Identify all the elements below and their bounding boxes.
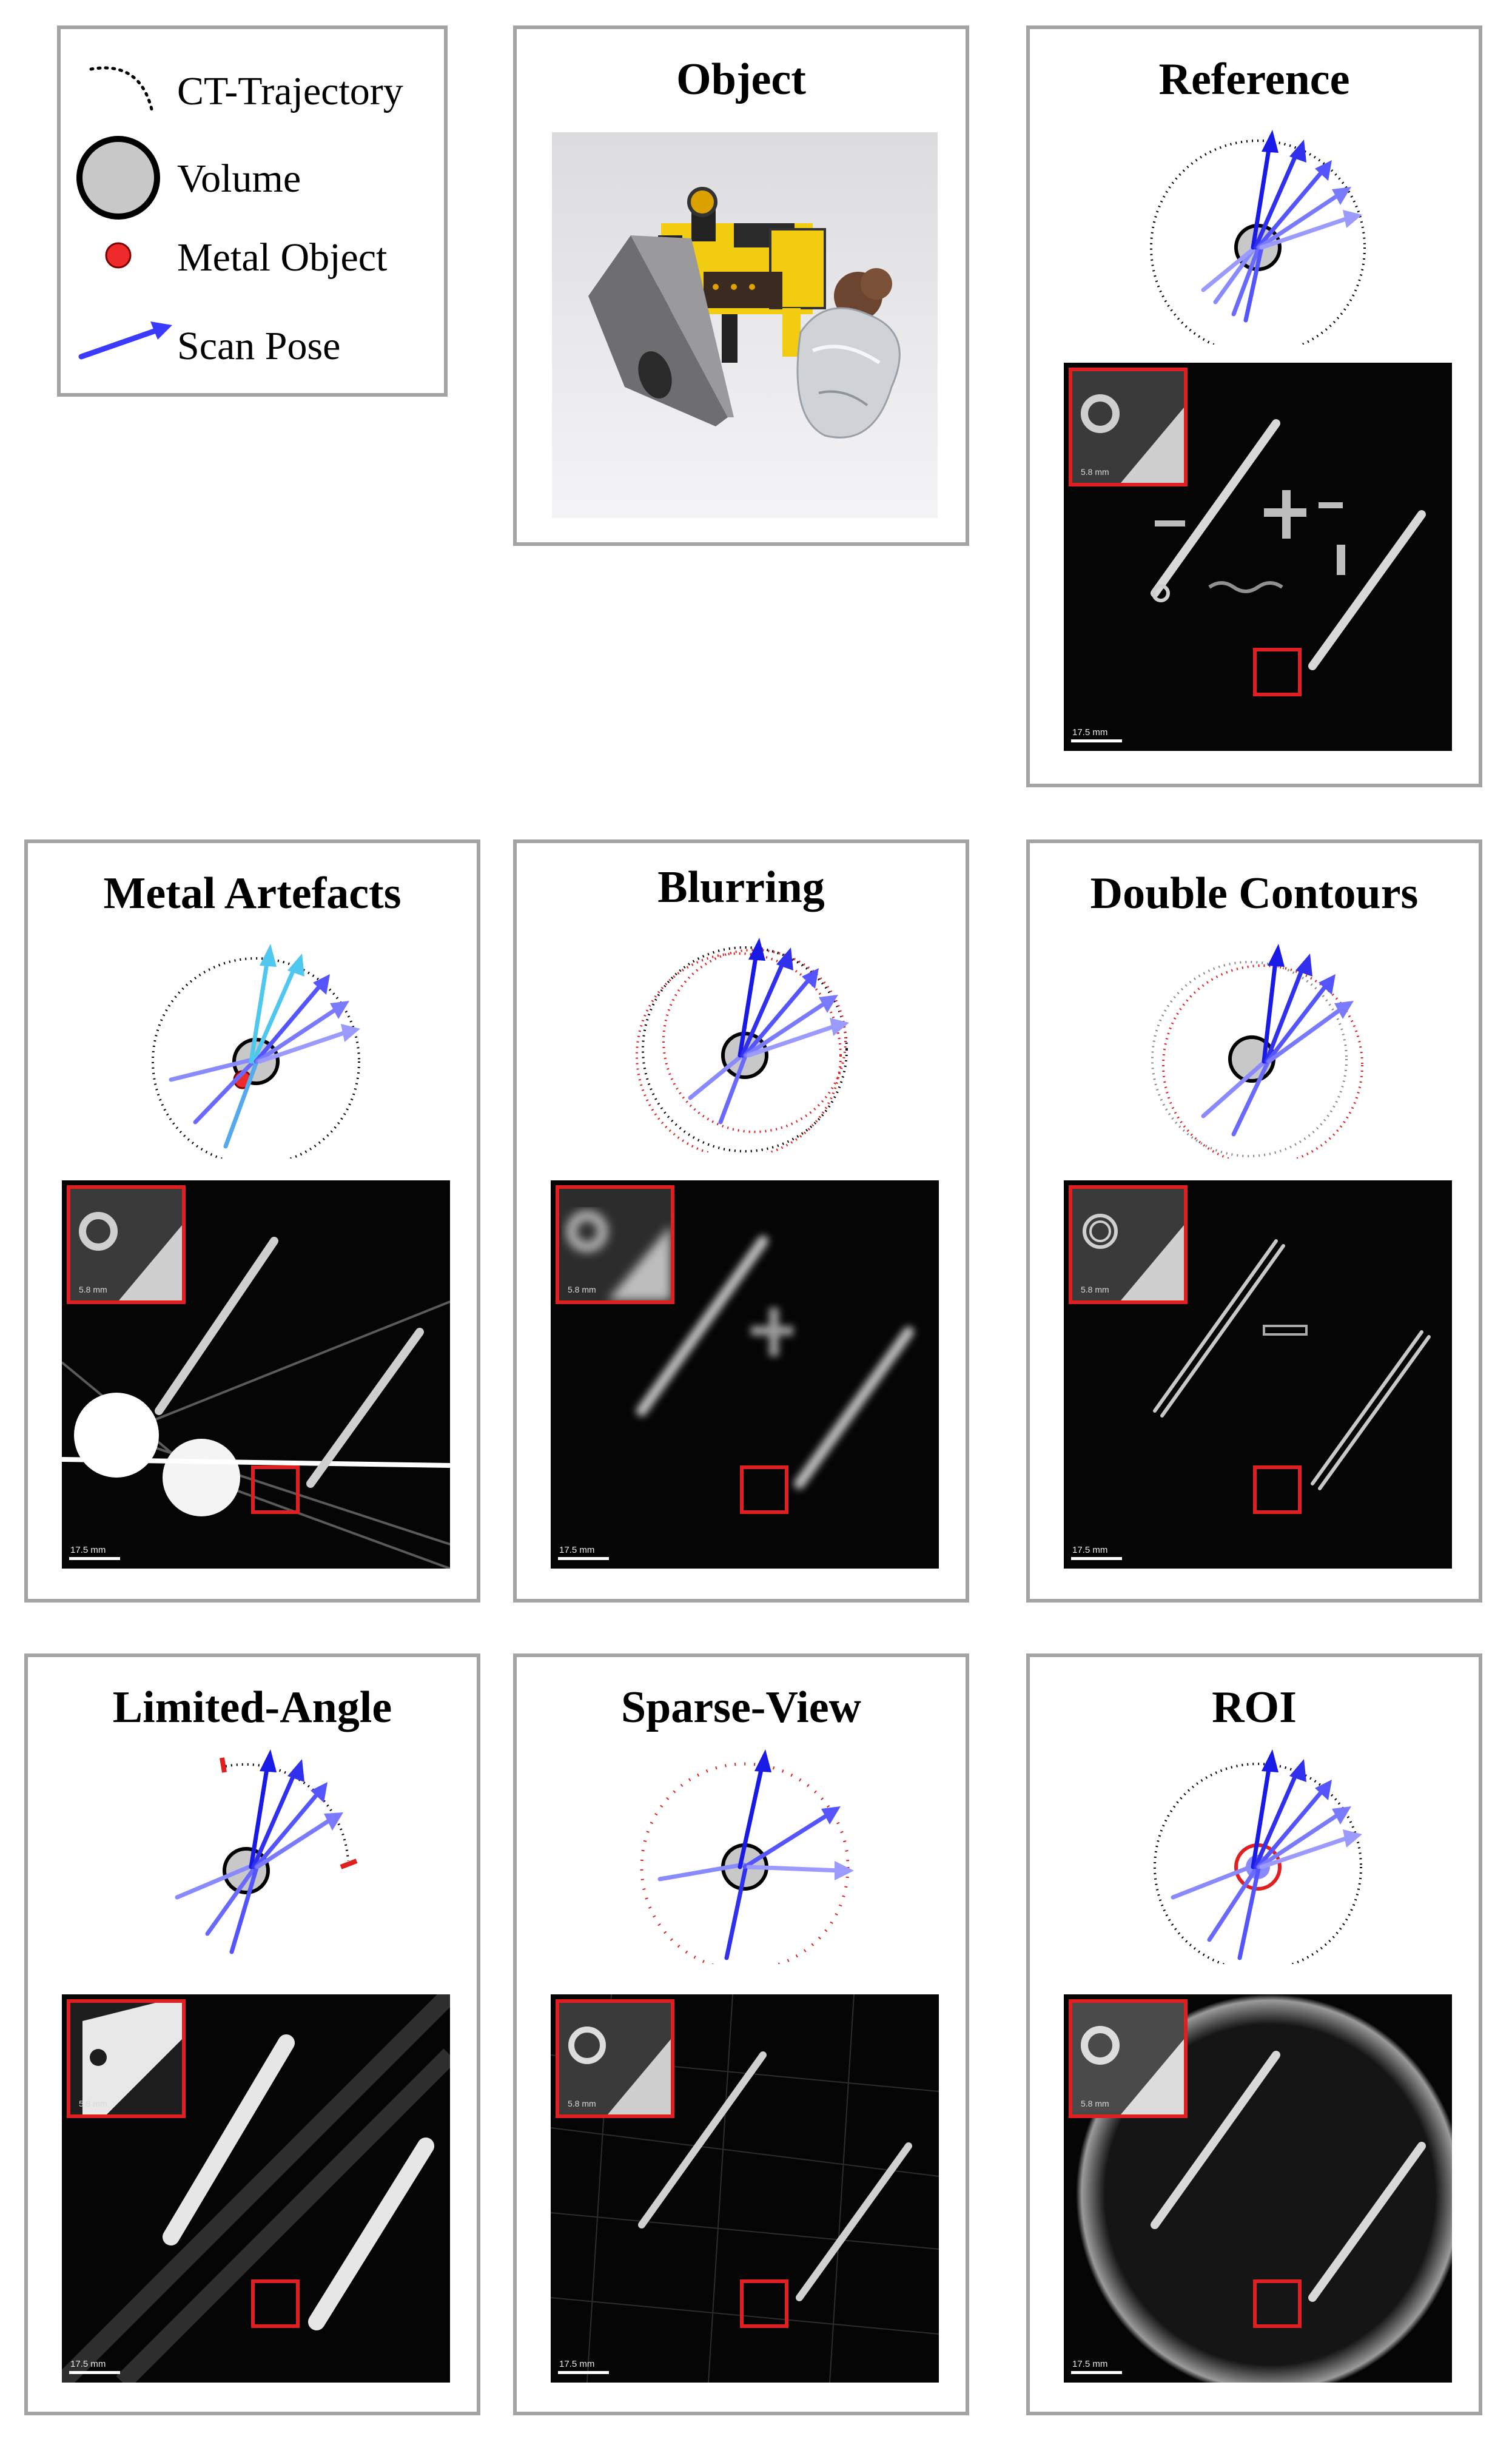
zoom-inset: 5.8 mm (67, 1999, 186, 2118)
blue-arrow-icon (78, 321, 172, 360)
trajectory-diagram (640, 1749, 854, 1964)
roi-marker (1253, 648, 1302, 696)
roi-marker (740, 1465, 788, 1514)
zoom-inset: 5.8 mm (556, 1999, 674, 2118)
panel-title-object: Object (676, 55, 806, 104)
ct-slice-sparse: 5.8 mm 17.5 mm (551, 1994, 939, 2383)
scale-label: 17.5 mm (70, 1545, 106, 1555)
trajectory-diagram (1151, 944, 1363, 1159)
panel-title-roi: ROI (1212, 1683, 1297, 1732)
scale-label: 17.5 mm (1072, 1545, 1108, 1555)
trajectory-diagram (1154, 1749, 1362, 1964)
panel-title-double: Double Contours (1090, 869, 1419, 918)
panel-title-metal: Metal Artefacts (103, 869, 402, 918)
scale-bar (69, 2371, 120, 2374)
panel-reference: Reference (1026, 25, 1482, 787)
roi-marker (1253, 1465, 1302, 1514)
ct-structures (1151, 419, 1426, 670)
scale-bar (1071, 2371, 1122, 2374)
scale-bar (558, 1557, 609, 1560)
scan-poses (1201, 140, 1354, 323)
panel-sparse-view: Sparse-View (513, 1653, 969, 2415)
roi-marker (1253, 2279, 1302, 2328)
legend-box: CT-Trajectory Volume Metal Object Scan P… (57, 25, 448, 397)
scale-label: 17.5 mm (559, 2359, 595, 2369)
ct-slice-limited: 5.8 mm 17.5 mm (62, 1994, 450, 2383)
panel-title-sparse: Sparse-View (621, 1683, 861, 1732)
panel-limited-angle: Limited-Angle (24, 1653, 480, 2415)
ct-slice-reference: 5.8 mm 17.5 mm (1064, 363, 1452, 751)
scale-label: 17.5 mm (1072, 2359, 1108, 2369)
panel-blurring: Blurring (513, 839, 969, 1603)
object-photo (552, 132, 938, 518)
zoom-inset: 5.8 mm (67, 1185, 186, 1304)
roi-marker (251, 1465, 300, 1514)
panel-title-reference: Reference (1158, 55, 1350, 104)
inset-scale-label: 5.8 mm (79, 1285, 107, 1294)
trajectory-diagram (175, 1749, 358, 1954)
scale-bar (69, 1557, 120, 1560)
panel-roi: ROI (1026, 1653, 1482, 2415)
panel-object: Object (513, 25, 969, 546)
scale-bar (1071, 739, 1122, 742)
inset-scale-label: 5.8 mm (1081, 2099, 1109, 2108)
zoom-inset: 5.8 mm (556, 1185, 674, 1304)
roi-marker (740, 2279, 788, 2328)
legend-label-metal: Metal Object (177, 235, 388, 280)
legend-label-pose: Scan Pose (177, 324, 341, 368)
ct-slice-double: 5.8 mm 17.5 mm (1064, 1180, 1452, 1569)
gray-circle-icon (76, 136, 160, 220)
scale-bar (1071, 1557, 1122, 1560)
zoom-inset: 5.8 mm (1069, 368, 1188, 486)
zoom-inset: 5.8 mm (1069, 1185, 1188, 1304)
panel-metal-artefacts: Metal Artefacts (24, 839, 480, 1603)
panel-double-contours: Double Contours 5.8 (1026, 839, 1482, 1603)
gray-wedge (588, 235, 734, 426)
ct-slice-metal: 5.8 mm 17.5 mm (62, 1180, 450, 1569)
arrow-heads (1262, 130, 1362, 228)
scale-label: 17.5 mm (1072, 727, 1108, 738)
trajectory-diagram (1150, 130, 1366, 345)
scale-label: 17.5 mm (559, 1545, 595, 1555)
panel-title-limited: Limited-Angle (112, 1683, 392, 1732)
legend-label-trajectory: CT-Trajectory (177, 69, 403, 113)
plastic-bag (796, 307, 901, 439)
inset-scale-label: 5.8 mm (1081, 1285, 1109, 1294)
inset-scale-label: 5.8 mm (568, 1285, 596, 1294)
scale-label: 17.5 mm (70, 2359, 106, 2369)
panel-title-blurring: Blurring (657, 863, 825, 912)
ct-slice-blurring: 5.8 mm 17.5 mm (551, 1180, 939, 1569)
ct-slice-roi: 5.8 mm 17.5 mm (1064, 1994, 1452, 2383)
trajectory-diagram (636, 938, 849, 1152)
roi-marker (251, 2279, 300, 2328)
ct-trajectory (1150, 140, 1366, 345)
inset-scale-label: 5.8 mm (568, 2099, 596, 2108)
inset-scale-label: 5.8 mm (79, 2099, 107, 2108)
scale-bar (558, 2371, 609, 2374)
inset-scale-label: 5.8 mm (1081, 467, 1109, 477)
legend-label-volume: Volume (177, 156, 301, 201)
trajectory-diagram (152, 944, 360, 1159)
dotted-arc-icon (89, 66, 153, 111)
red-dot-icon (105, 242, 132, 269)
zoom-inset: 5.8 mm (1069, 1999, 1188, 2118)
